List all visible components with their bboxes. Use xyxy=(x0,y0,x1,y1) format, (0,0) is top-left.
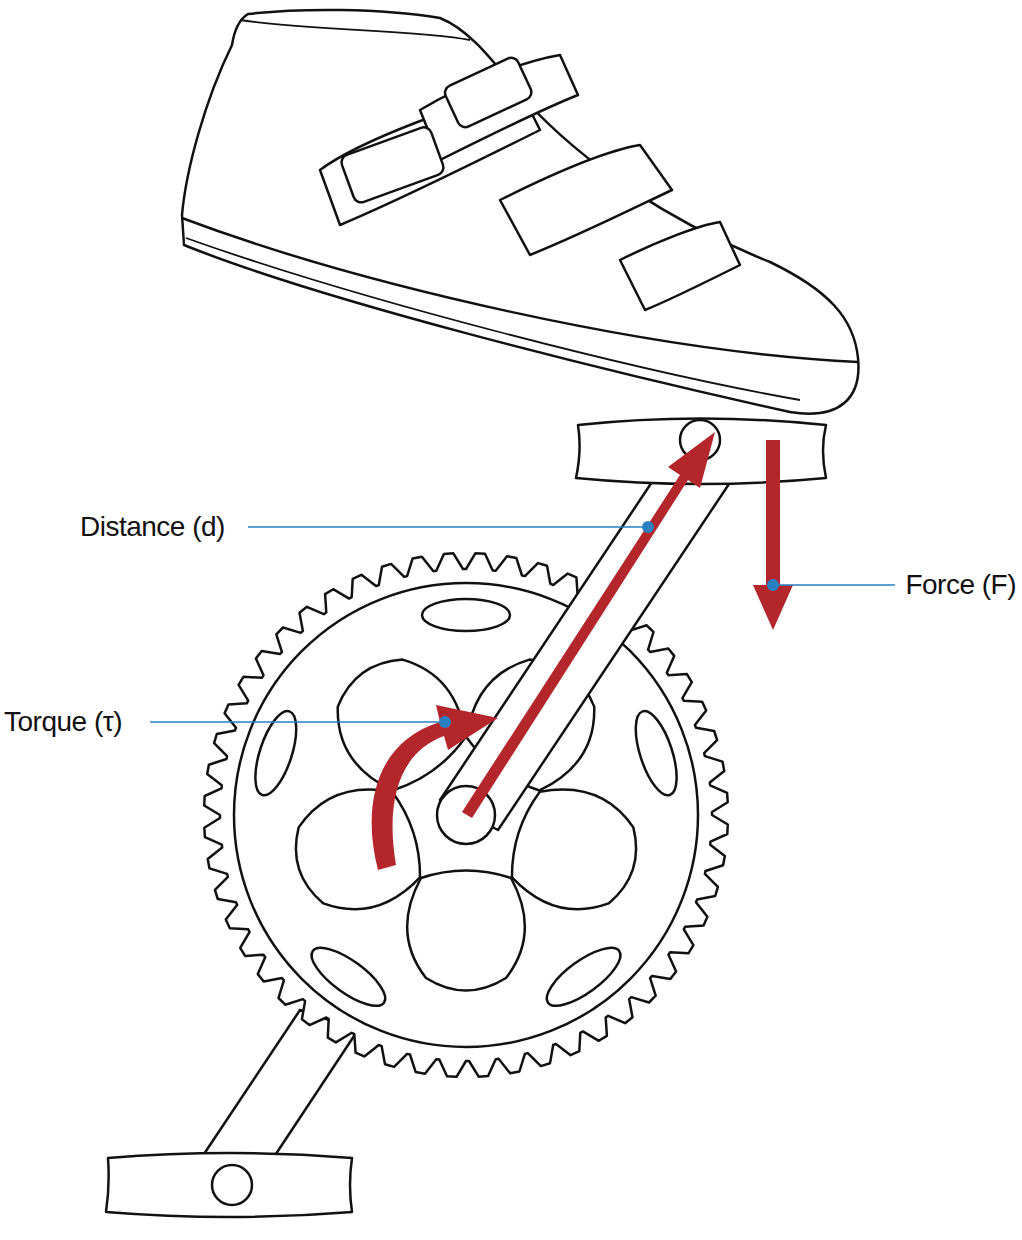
spider-hole xyxy=(281,776,431,925)
spider-hole xyxy=(539,938,629,1016)
strap-buckle xyxy=(442,55,534,130)
shoe-collar xyxy=(240,20,470,40)
shoe-strap xyxy=(420,55,578,160)
distance-arrow xyxy=(462,432,715,818)
spider-hole xyxy=(247,706,305,800)
strap-buckle xyxy=(339,125,445,204)
force-arrow xyxy=(753,440,793,630)
leader-line xyxy=(248,526,648,528)
shoe-strap xyxy=(620,222,740,310)
pedal-axle xyxy=(212,1165,252,1205)
upper-crank-arm xyxy=(440,470,735,830)
spider-hole xyxy=(627,706,685,800)
quantity-label: Distance (d) xyxy=(78,513,227,541)
shoe-sole-line xyxy=(182,218,858,362)
lower-pedal xyxy=(106,1153,352,1217)
leader-dot xyxy=(642,521,654,533)
spider-hole xyxy=(407,871,525,991)
leader-line xyxy=(150,721,445,723)
torque-arrow xyxy=(372,705,498,870)
shoe-strap xyxy=(500,145,672,255)
quantity-label: Torque (τ) xyxy=(2,708,124,736)
spider-hole xyxy=(501,776,651,925)
spider-hole xyxy=(422,599,510,631)
leader-dot xyxy=(439,716,451,728)
cycling-shoe xyxy=(182,10,858,414)
leader-dot xyxy=(767,579,779,591)
spider-hole xyxy=(303,938,393,1016)
chainring xyxy=(204,553,728,1077)
quantity-label: Force (F) xyxy=(903,571,1018,599)
leader-line xyxy=(773,584,895,586)
chainring-inner-edge xyxy=(234,583,698,1047)
